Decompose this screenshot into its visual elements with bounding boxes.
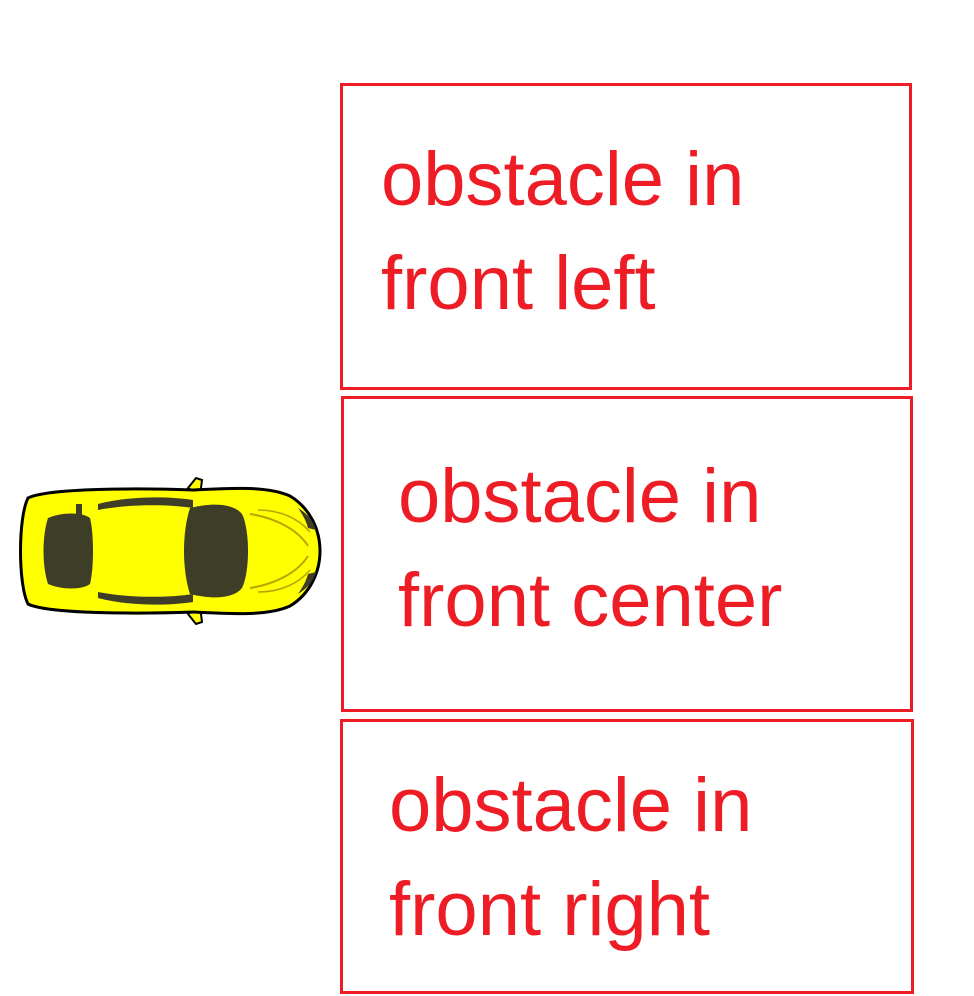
- zone-front-right: obstacle in front right: [340, 719, 914, 994]
- zone-front-left-line2: front left: [381, 241, 656, 326]
- zone-front-right-line1: obstacle in: [389, 763, 753, 848]
- zone-front-center-label: obstacle in front center: [398, 445, 782, 653]
- zone-front-center-line1: obstacle in: [398, 454, 762, 539]
- zone-front-right-line2: front right: [389, 867, 711, 952]
- zone-front-right-label: obstacle in front right: [389, 754, 752, 962]
- zone-front-center: obstacle in front center: [341, 396, 913, 712]
- zone-front-center-line2: front center: [398, 558, 783, 643]
- yellow-car-icon: [18, 474, 322, 628]
- zone-front-left: obstacle in front left: [340, 83, 912, 390]
- car-top-view-icon: [19, 476, 322, 626]
- zone-front-left-label: obstacle in front left: [381, 128, 744, 336]
- zone-front-left-line1: obstacle in: [381, 137, 745, 222]
